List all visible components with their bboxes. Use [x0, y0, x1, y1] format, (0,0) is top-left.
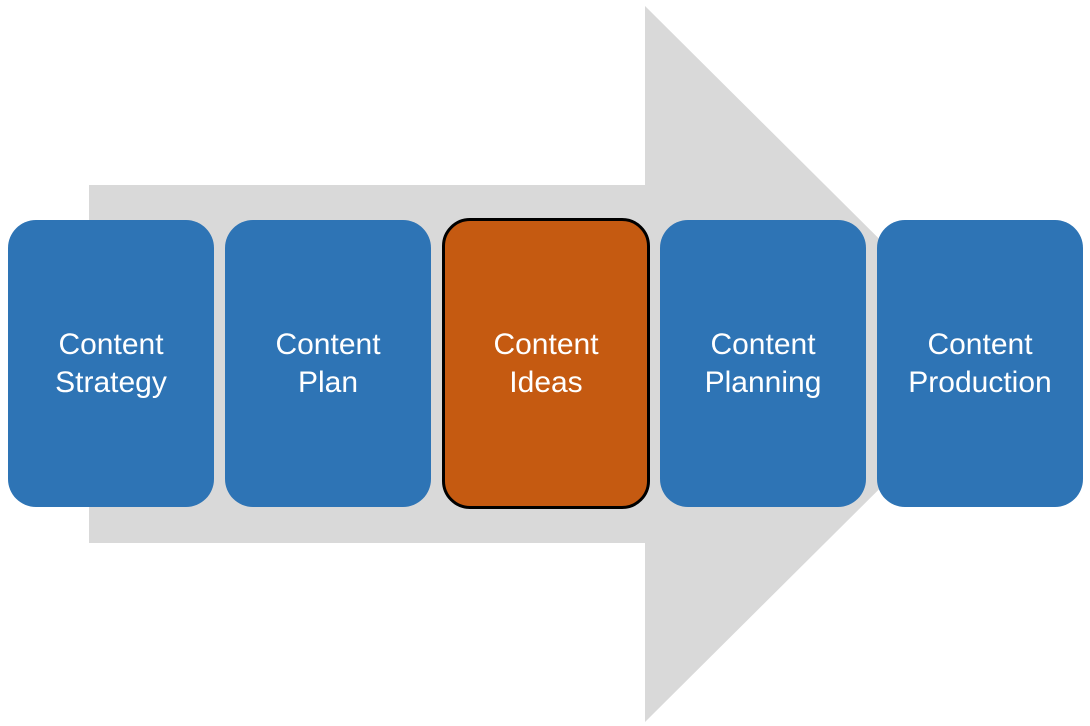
step-label: Content Strategy	[55, 327, 167, 399]
step-label: Content Planning	[704, 327, 822, 399]
step-label: Content Ideas	[493, 327, 599, 399]
step-content-production: Content Production	[877, 220, 1083, 507]
step-content-strategy: Content Strategy	[8, 220, 214, 507]
step-content-planning: Content Planning	[660, 220, 866, 507]
step-label: Content Plan	[275, 327, 381, 399]
step-content-ideas: Content Ideas	[442, 218, 650, 509]
step-content-plan: Content Plan	[225, 220, 431, 507]
step-label: Content Production	[908, 327, 1052, 399]
